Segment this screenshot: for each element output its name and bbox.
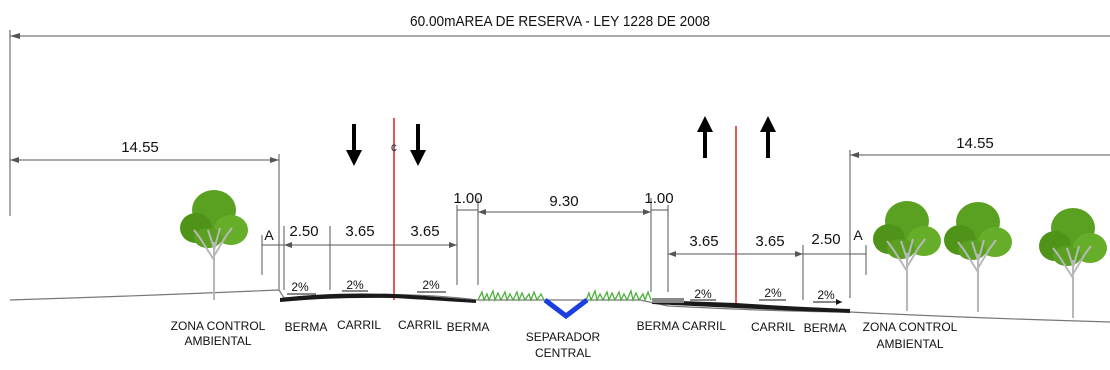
label-carril-3: CARRIL xyxy=(682,319,726,333)
centerline-symbol: ¢ xyxy=(391,141,398,155)
right-zone-width: 14.55 xyxy=(956,135,994,152)
down-arrow-icon xyxy=(346,124,362,166)
slope-5: 2% xyxy=(764,286,782,300)
label-zona-right-2: AMBIENTAL xyxy=(876,337,943,351)
dim-carril-r1: 3.65 xyxy=(689,233,718,250)
slope-markers: 2% 2% 2% 2% 2% 2% xyxy=(287,278,842,305)
median-grass-left xyxy=(477,288,545,303)
dim-shoulder-inner-left: 1.00 xyxy=(453,190,482,207)
extension-lines xyxy=(261,198,867,300)
dim-carril-r2: 3.65 xyxy=(755,233,784,250)
tree-icon xyxy=(179,189,249,301)
diagram-title: 60.00mAREA DE RESERVA - LEY 1228 DE 2008 xyxy=(410,13,710,30)
label-separador-1: SEPARADOR xyxy=(526,330,601,344)
tree-icon xyxy=(872,200,942,312)
left-pavement xyxy=(280,293,476,303)
dim-berma-left: 2.50 xyxy=(289,223,318,240)
right-pavement xyxy=(652,300,850,313)
label-berma-2: BERMA xyxy=(447,320,490,334)
tree-icon xyxy=(1038,207,1108,319)
tree-icon xyxy=(943,201,1013,313)
label-berma-4: BERMA xyxy=(804,321,847,335)
median-grass-right xyxy=(585,288,652,303)
dim-berma-right: 2.50 xyxy=(811,231,840,248)
label-berma-3: BERMA xyxy=(637,319,680,333)
slope-6: 2% xyxy=(817,288,835,302)
label-carril-2: CARRIL xyxy=(398,318,442,332)
label-zona-left-2: AMBIENTAL xyxy=(184,334,251,348)
label-zona-left-1: ZONA CONTROL xyxy=(171,319,266,333)
dimension-lines xyxy=(262,209,866,255)
up-arrow-icon xyxy=(760,116,776,158)
label-separador-2: CENTRAL xyxy=(535,346,591,360)
dim-median: 9.30 xyxy=(549,193,578,210)
slope-1: 2% xyxy=(291,280,309,294)
label-zona-right-1: ZONA CONTROL xyxy=(863,320,958,334)
dim-carril-l1: 3.65 xyxy=(345,223,374,240)
slope-3: 2% xyxy=(422,278,440,292)
ground-profile xyxy=(9,289,1110,323)
slope-2: 2% xyxy=(346,278,364,292)
slope-4: 2% xyxy=(694,287,712,301)
up-arrow-icon xyxy=(697,116,713,158)
label-carril-1: CARRIL xyxy=(337,318,381,332)
dim-shoulder-inner-right: 1.00 xyxy=(644,190,673,207)
dim-carril-l2: 3.65 xyxy=(410,223,439,240)
left-zone-width: 14.55 xyxy=(121,139,159,156)
label-carril-4: CARRIL xyxy=(751,320,795,334)
dim-a-right: A xyxy=(853,227,863,243)
dim-a-left: A xyxy=(264,227,274,243)
label-berma-1: BERMA xyxy=(285,320,328,334)
down-arrow-icon xyxy=(410,124,426,166)
median-ditch xyxy=(543,298,589,320)
